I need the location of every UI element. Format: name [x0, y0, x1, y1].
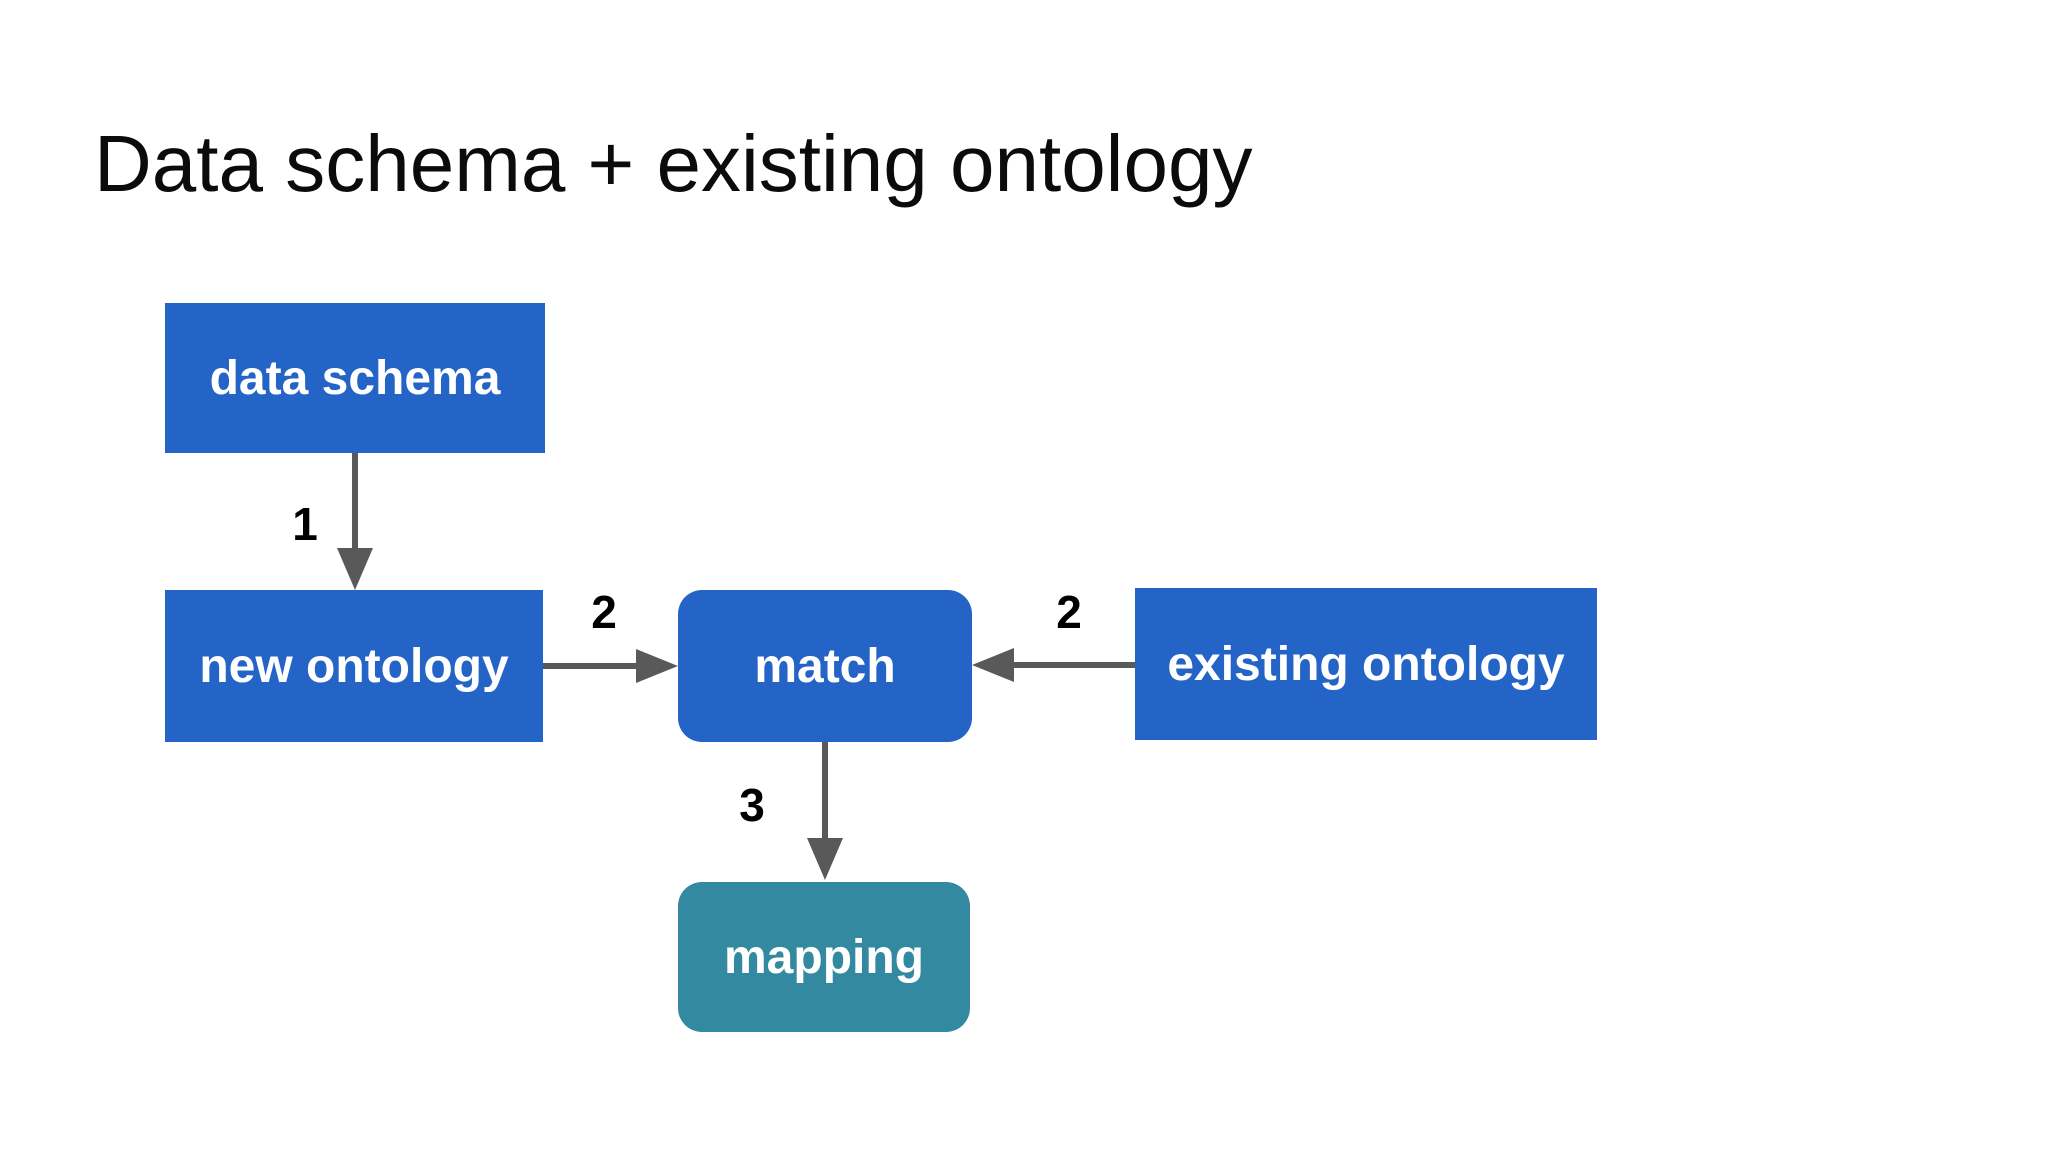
node-mapping-label: mapping: [724, 930, 924, 984]
node-match: match: [678, 590, 972, 742]
slide-title: Data schema + existing ontology: [94, 119, 1253, 208]
edge-label-1: 1: [292, 498, 318, 550]
node-existing-ontology: existing ontology: [1135, 588, 1597, 740]
node-mapping: mapping: [678, 882, 970, 1032]
edge-label-2-right: 2: [1056, 586, 1082, 638]
node-new-ontology-label: new ontology: [199, 639, 509, 693]
arrow-new-ontology-to-match-stem: [543, 663, 636, 669]
node-new-ontology: new ontology: [165, 590, 543, 742]
node-match-label: match: [754, 639, 896, 693]
arrow-left-icon: [972, 648, 1014, 682]
arrow-match-to-mapping-stem: [822, 742, 828, 838]
arrow-down-icon: [337, 548, 373, 590]
node-data-schema: data schema: [165, 303, 545, 453]
arrow-data-schema-to-new-ontology-stem: [352, 453, 358, 548]
arrow-down-icon: [807, 838, 843, 880]
node-data-schema-label: data schema: [209, 351, 501, 405]
arrow-existing-ontology-to-match-stem: [1014, 662, 1135, 668]
node-existing-ontology-label: existing ontology: [1167, 637, 1565, 691]
edge-label-2-left: 2: [591, 586, 617, 638]
edge-label-3: 3: [739, 779, 765, 831]
arrow-right-icon: [636, 649, 678, 683]
